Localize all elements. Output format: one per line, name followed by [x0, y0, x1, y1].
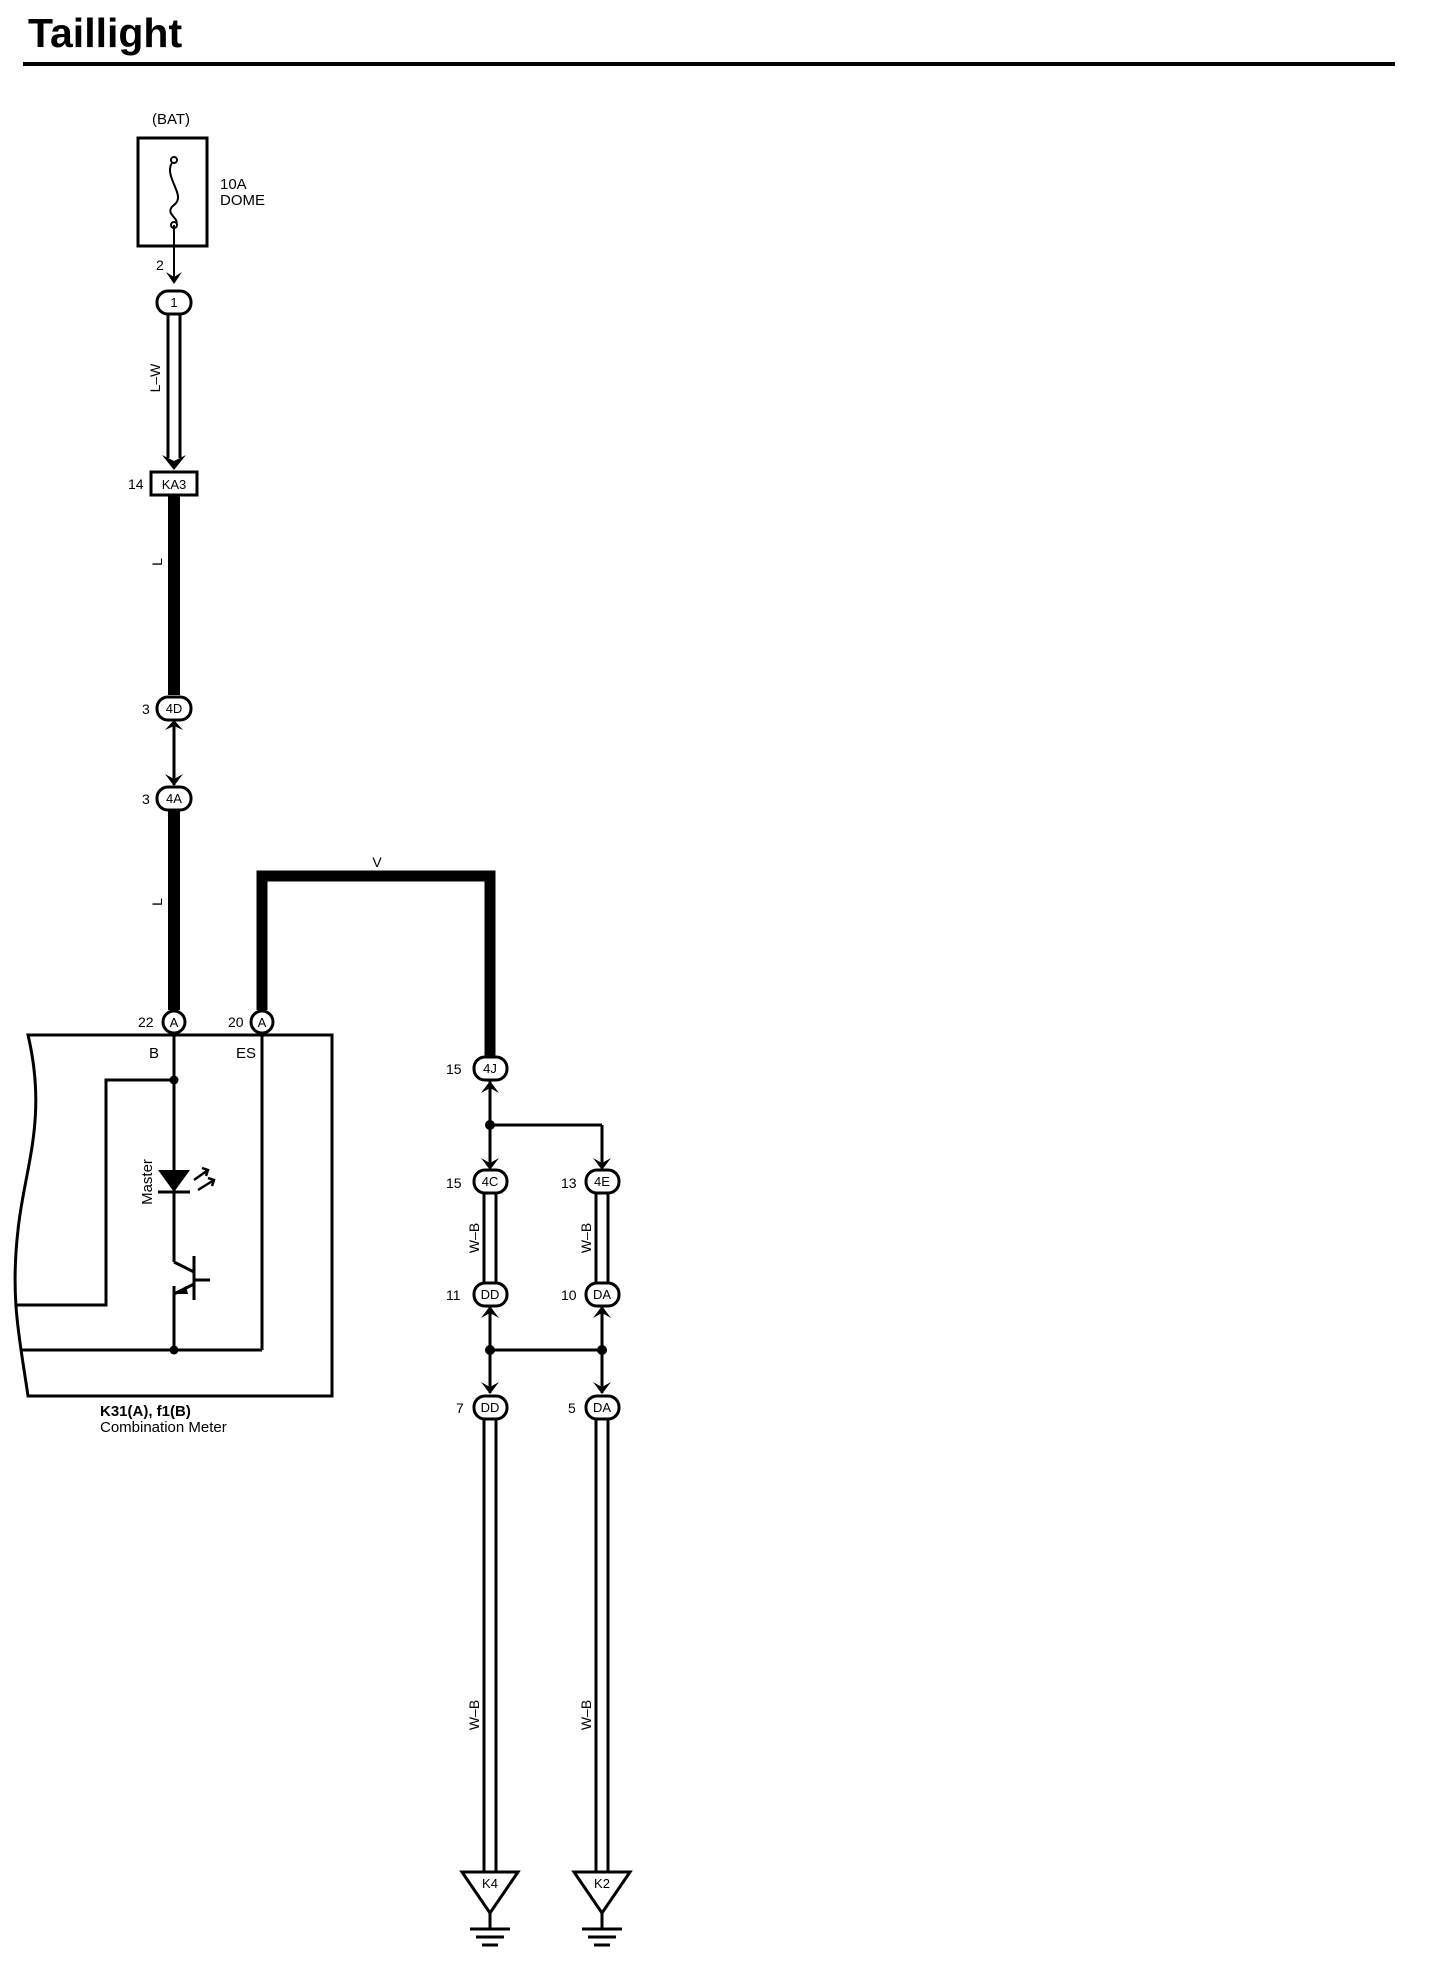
connector-4a-arrow-icon: [165, 774, 183, 786]
connector-ka3-id: KA3: [162, 477, 187, 492]
meter-ref-label: K31(A), f1(B): [100, 1403, 191, 1420]
fuse-pin-label: 2: [156, 257, 164, 273]
connector-da5: [584, 1394, 621, 1421]
ground-k2-triangle: [571, 1870, 633, 1916]
title-rule: [23, 62, 1395, 66]
wire-w-b-dd-ground: [482, 1419, 498, 1872]
ground-k4-label: K4: [482, 1876, 498, 1891]
combination-meter-outline: [13, 1033, 334, 1398]
page-title: Taillight: [28, 10, 183, 56]
meter-connector-a20: [249, 1009, 275, 1035]
wire-w-b-4e-da: [594, 1193, 610, 1283]
meter-connector-a22: [161, 1009, 187, 1035]
connector-1: [155, 289, 193, 316]
wire-w-b-dd-ground-label: W–B: [466, 1700, 482, 1730]
connector-da10-id: DA: [593, 1287, 611, 1302]
wire-w-b-da-ground-label: W–B: [578, 1700, 594, 1730]
meter-name-label: Combination Meter: [100, 1419, 227, 1436]
fuse-terminal-top: [170, 156, 178, 164]
connector-dd7: [472, 1394, 509, 1421]
wire-l-w: [166, 314, 182, 458]
ground-k2-label: K2: [594, 1876, 610, 1891]
master-led-icon: [158, 1166, 216, 1194]
wire-l-lower-label: L: [149, 898, 165, 906]
fuse-element-icon: [168, 159, 180, 226]
connector-4e-arrow-icon: [593, 1158, 611, 1170]
connector-da5-id: DA: [593, 1400, 611, 1415]
connector-4a-pin: 3: [142, 791, 150, 807]
master-led-label: Master: [139, 1159, 156, 1205]
transistor-emitter-arrow-icon: [176, 1286, 188, 1294]
connector-da5-arrow-icon: [593, 1382, 611, 1394]
connector-dd11-id: DD: [481, 1287, 500, 1302]
connector-dd11-pin: 11: [446, 1287, 461, 1303]
connector-4e-id: 4E: [594, 1174, 610, 1189]
wire-l-w-arrow-icon: [162, 455, 186, 470]
meter-pin-20: 20: [228, 1014, 244, 1030]
meter-junction-b: [169, 1075, 179, 1085]
fuse-name-label: DOME: [220, 192, 265, 209]
splice-4j: [488, 1080, 604, 1168]
fuse-supply-label: (BAT): [152, 111, 190, 128]
meter-connector-a20-id: A: [258, 1015, 267, 1030]
meter-internal-circuit: [16, 1035, 264, 1352]
wire-w-b-4e-da-label: W–B: [578, 1223, 594, 1253]
connector-4a-id: 4A: [166, 791, 182, 806]
wire-l-upper-label: L: [149, 558, 165, 566]
fuse-box: [136, 136, 209, 248]
connector-4d-pin: 3: [142, 701, 150, 717]
connector-4d-id: 4D: [166, 701, 183, 716]
wire-w-b-da-ground: [594, 1419, 610, 1872]
splice-dd-da: [488, 1306, 604, 1393]
meter-terminal-b: B: [149, 1045, 159, 1062]
splice-da-junction: [597, 1345, 607, 1355]
splice-4j-junction: [485, 1120, 495, 1130]
connector-4e-pin: 13: [561, 1175, 577, 1191]
connector-4c: [472, 1168, 509, 1195]
meter-pin-22: 22: [138, 1014, 154, 1030]
meter-junction-ground: [169, 1345, 179, 1355]
meter-terminal-es: ES: [236, 1045, 256, 1062]
ground-k2-icon: [582, 1913, 622, 1947]
connector-da10-pin: 10: [561, 1287, 577, 1303]
ground-k4-triangle: [459, 1870, 521, 1916]
connector-dd7-pin: 7: [456, 1400, 464, 1416]
fuse-rating-label: 10A: [220, 176, 247, 193]
connector-4c-id: 4C: [482, 1174, 499, 1189]
connector-da5-pin: 5: [568, 1400, 576, 1416]
connector-4c-pin: 15: [446, 1175, 462, 1191]
connector-1-id: 1: [170, 295, 177, 310]
connector-4c-arrow-icon: [481, 1158, 499, 1170]
wire-w-b-4c-dd: [482, 1193, 498, 1283]
ground-k4-icon: [470, 1913, 510, 1947]
connector-4e: [584, 1168, 621, 1195]
connector-4j-pin: 15: [446, 1061, 462, 1077]
meter-connector-a22-id: A: [170, 1015, 179, 1030]
wire-w-b-4c-dd-label: W–B: [466, 1223, 482, 1253]
wire-v-label: V: [372, 854, 382, 870]
connector-4j-id: 4J: [483, 1061, 497, 1076]
wire-v: [256, 870, 496, 1058]
wire-l-w-label: L–W: [147, 363, 163, 393]
connector-dd7-arrow-icon: [481, 1382, 499, 1394]
splice-dd-junction: [485, 1345, 495, 1355]
fuse-output-arrow-icon: [166, 272, 182, 284]
connector-dd7-id: DD: [481, 1400, 500, 1415]
connector-ka3-pin: 14: [128, 476, 144, 492]
